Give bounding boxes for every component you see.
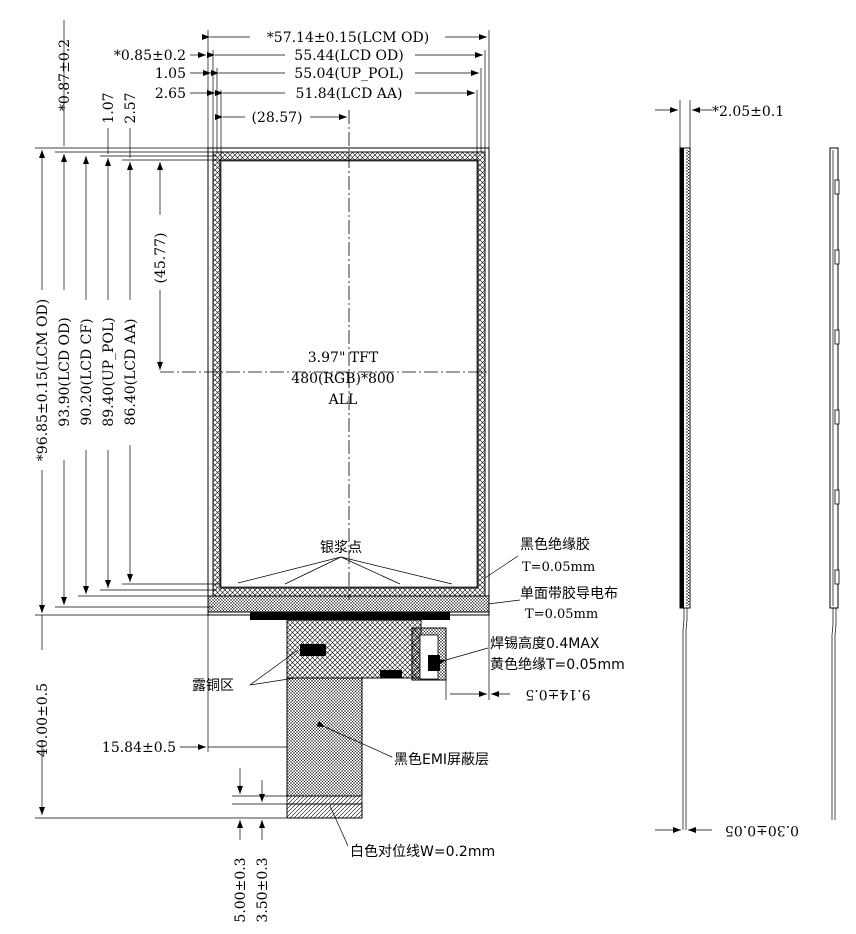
dim-lcm-od-width: *57.14±0.15(LCM OD)	[267, 30, 429, 46]
dim-center-y: (45.77)	[153, 232, 169, 283]
dim-thickness: *2.05±0.1	[712, 104, 784, 120]
dim-fpc-offset: 15.84±0.5	[102, 740, 176, 756]
label-white-line: 白色对位线W=0.2mm	[350, 843, 495, 860]
top-dimensions: *57.14±0.15(LCM OD) 55.44(LCD OD) 55.04(…	[114, 30, 490, 160]
svg-text:银浆点: 银浆点	[320, 540, 362, 556]
dim-offset-087: *0.87±0.2	[57, 39, 73, 111]
dim-lcd-od-height: 93.90(LCD OD)	[57, 317, 73, 426]
label-emi-layer: 黑色EMI屏蔽层	[394, 751, 489, 768]
dim-up-pol-height: 89.40(UP_POL)	[101, 317, 117, 426]
lcm-front-view	[160, 110, 490, 620]
panel-size-label: 3.97" TFT	[308, 350, 379, 366]
dim-lcd-aa-width: 51.84(LCD AA)	[296, 86, 403, 102]
dim-offset-085: *0.85±0.2	[114, 48, 186, 64]
label-black-tape-t: T=0.05mm	[522, 560, 595, 575]
dim-lcd-cf-height: 90.20(LCD CF)	[79, 318, 95, 425]
panel-resolution-label: 480(RGB)*800	[291, 371, 394, 387]
silver-dots: 银浆点	[237, 540, 453, 585]
dim-offset-265: 2.65	[155, 86, 186, 102]
dim-350: 3.50±0.3	[255, 857, 271, 922]
dim-up-pol-width: 55.04(UP_POL)	[294, 66, 403, 82]
dim-lcd-od-width: 55.44(LCD OD)	[294, 48, 403, 64]
dim-fpc-thickness: 0.30±0.05	[725, 822, 799, 838]
fpc-tail	[286, 619, 447, 819]
left-dimensions: *96.85±0.15(LCM OD) 93.90(LCD OD) 90.20(…	[35, 20, 287, 923]
dim-fpc-right: 9.14±0.5	[525, 686, 590, 702]
label-yellow-tape: 黄色绝缘T=0.05mm	[490, 656, 625, 673]
label-black-tape: 黑色绝缘胶	[520, 536, 590, 553]
side-view-thickness: *2.05±0.1 0.30±0.05	[655, 100, 799, 838]
label-exposed-copper: 露铜区	[192, 678, 234, 694]
label-solder-height: 焊锡高度0.4MAX	[490, 635, 600, 652]
dim-lcm-od-height: *96.85±0.15(LCM OD)	[35, 299, 51, 461]
dim-offset-105: 1.05	[155, 66, 186, 82]
label-conductive-tape: 单面带胶导电布	[520, 585, 618, 602]
dim-offset-257: 2.57	[123, 92, 139, 123]
right-annotations: 黑色绝缘胶 T=0.05mm 单面带胶导电布 T=0.05mm 焊锡高度0.4M…	[192, 536, 625, 860]
dim-fpc-length: 40.00±0.5	[35, 683, 51, 757]
side-view-edge	[829, 147, 840, 820]
panel-view-label: ALL	[328, 392, 358, 408]
dim-lcd-aa-height: 86.40(LCD AA)	[123, 319, 139, 426]
dim-500: 5.00±0.3	[233, 857, 249, 922]
label-conductive-tape-t: T=0.05mm	[525, 607, 598, 622]
dim-center-x: (28.57)	[251, 110, 302, 126]
dim-offset-107: 1.07	[101, 92, 117, 123]
